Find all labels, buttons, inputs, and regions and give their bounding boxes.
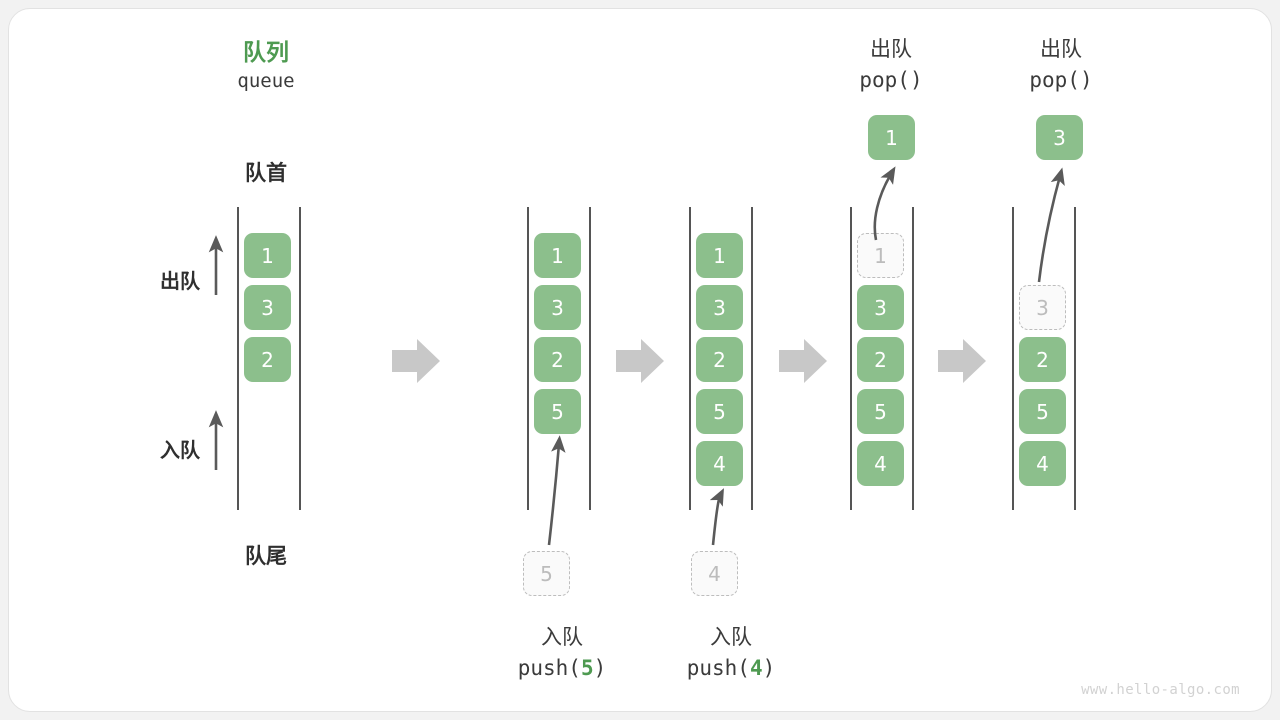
rail-right-col5 xyxy=(1074,207,1076,510)
queue-cell: 5 xyxy=(857,389,904,434)
queue-cell: 5 xyxy=(696,389,743,434)
dequeue-direction-label: 出队 xyxy=(160,271,200,293)
rail-left-col3 xyxy=(689,207,691,510)
enqueue-direction-label: 入队 xyxy=(160,440,200,462)
pop-1-code-prefix: pop( xyxy=(859,68,910,92)
popped-element-3: 3 xyxy=(1036,115,1083,160)
pop-1-code-suffix: ) xyxy=(909,68,923,92)
queue-cell: 2 xyxy=(696,337,743,382)
queue-cell: 3 xyxy=(857,285,904,330)
queue-cell: 5 xyxy=(534,389,581,434)
queue-cell: 1 xyxy=(534,233,581,278)
queue-cell: 5 xyxy=(1019,389,1066,434)
pop-1-title-cn: 出队 xyxy=(870,38,912,61)
rail-right-col4 xyxy=(912,207,914,510)
pop-3-code-suffix: ) xyxy=(1079,68,1093,92)
queue-cell: 4 xyxy=(696,441,743,486)
queue-cell: 1 xyxy=(244,233,291,278)
push-5-code-suffix: ) xyxy=(593,656,607,680)
diagram-card xyxy=(8,8,1272,712)
queue-cell: 2 xyxy=(534,337,581,382)
push-4-title-code: push(4) xyxy=(645,656,817,680)
queue-tail-label: 队尾 xyxy=(245,545,287,568)
push-5-title-code: push(5) xyxy=(476,656,648,680)
rail-left-col5 xyxy=(1012,207,1014,510)
queue-cell: 3 xyxy=(696,285,743,330)
rail-left-col2 xyxy=(527,207,529,510)
push-5-code-arg: 5 xyxy=(580,656,594,680)
push-4-title-cn: 入队 xyxy=(710,626,752,649)
queue-cell: 2 xyxy=(244,337,291,382)
push-4-code-suffix: ) xyxy=(762,656,776,680)
pop-3-code-prefix: pop( xyxy=(1029,68,1080,92)
queue-cell: 2 xyxy=(857,337,904,382)
pop-3-title-cn: 出队 xyxy=(1040,38,1082,61)
incoming-element-4: 4 xyxy=(691,551,738,596)
queue-cell: 2 xyxy=(1019,337,1066,382)
queue-head-label: 队首 xyxy=(245,162,287,185)
rail-left-col1 xyxy=(237,207,239,510)
popped-element-1: 1 xyxy=(868,115,915,160)
queue-cell-vacated: 3 xyxy=(1019,285,1066,330)
queue-cell: 4 xyxy=(1019,441,1066,486)
queue-cell: 3 xyxy=(244,285,291,330)
push-5-code-prefix: push( xyxy=(517,656,581,680)
pop-1-title-code: pop() xyxy=(805,68,977,92)
rail-right-col2 xyxy=(589,207,591,510)
incoming-element-5: 5 xyxy=(523,551,570,596)
diagram-title-en: queue xyxy=(237,70,295,92)
push-5-title-cn: 入队 xyxy=(541,626,583,649)
push-4-code-prefix: push( xyxy=(686,656,750,680)
rail-right-col3 xyxy=(751,207,753,510)
diagram-title-cn: 队列 xyxy=(243,39,289,65)
queue-cell: 3 xyxy=(534,285,581,330)
queue-cell: 4 xyxy=(857,441,904,486)
push-4-code-arg: 4 xyxy=(749,656,763,680)
pop-3-title-code: pop() xyxy=(975,68,1147,92)
queue-cell-vacated: 1 xyxy=(857,233,904,278)
rail-right-col1 xyxy=(299,207,301,510)
queue-cell: 1 xyxy=(696,233,743,278)
rail-left-col4 xyxy=(850,207,852,510)
site-watermark: www.hello-algo.com xyxy=(1081,682,1240,698)
